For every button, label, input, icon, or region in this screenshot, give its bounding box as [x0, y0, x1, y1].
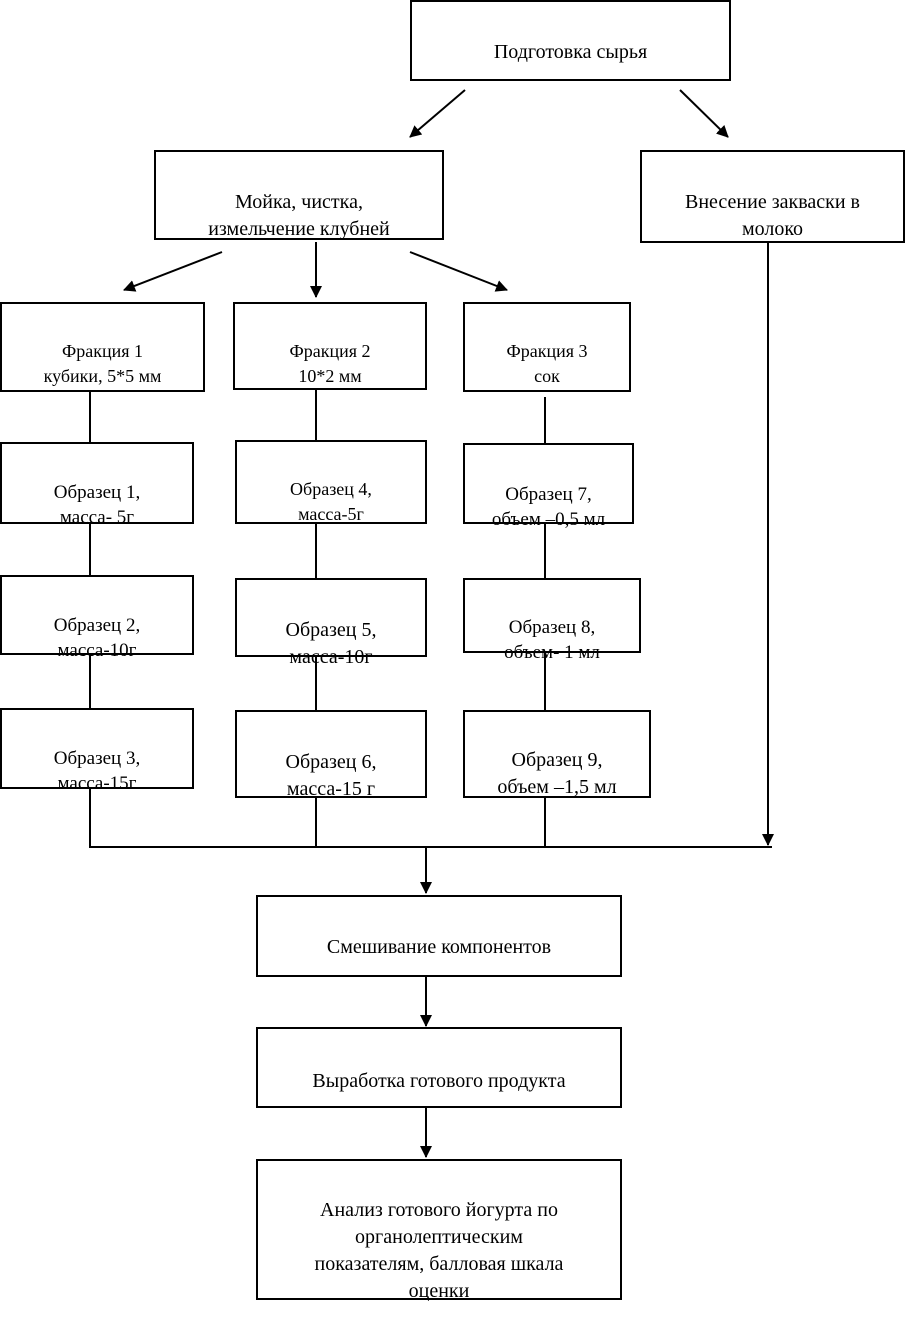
- node-sample-5: Образец 5, масса-10г: [235, 578, 427, 668]
- node-production-label: Выработка готового продукта: [312, 1070, 566, 1092]
- node-fraction-1-label: Фракция 1 кубики, 5*5 мм: [43, 341, 162, 386]
- flowchart-connectors: [89, 89, 774, 1158]
- arrow-prep-to-wash: [409, 89, 466, 138]
- node-sample-5-label: Образец 5, масса-10г: [285, 619, 377, 668]
- node-sample-1: Образец 1, масса- 5г: [0, 442, 194, 528]
- node-sample-9-label: Образец 9, объем –1,5 мл: [497, 749, 617, 798]
- node-sample-1-label: Образец 1, масса- 5г: [53, 481, 141, 529]
- node-sample-7-label: Образец 7, объем –0,5 мл: [491, 483, 606, 531]
- node-sample-3-label: Образец 3, масса-15г: [53, 747, 141, 795]
- node-analysis: Анализ готового йогурта по органолептиче…: [256, 1159, 622, 1302]
- node-mixing-label: Смешивание компонентов: [326, 936, 552, 958]
- node-sample-4-label: Образец 4, масса-5г: [290, 479, 372, 524]
- node-mixing: Смешивание компонентов: [256, 895, 622, 977]
- node-sample-7: Образец 7, объем –0,5 мл: [463, 443, 634, 530]
- node-starter-label: Внесение закваски в молоко: [685, 191, 860, 240]
- node-fraction-3-label: Фракция 3 сок: [506, 341, 588, 386]
- arrow-prep-to-starter: [679, 89, 729, 138]
- node-sample-6: Образец 6, масса-15 г: [235, 710, 427, 800]
- node-production: Выработка готового продукта: [256, 1027, 622, 1108]
- node-fraction-2: Фракция 2 10*2 мм: [233, 302, 427, 390]
- node-sample-2: Образец 2, масса-10г: [0, 575, 194, 661]
- node-wash: Мойка, чистка, измельчение клубней: [154, 150, 444, 240]
- node-starter: Внесение закваски в молоко: [640, 150, 905, 243]
- node-prep: Подготовка сырья: [410, 0, 731, 81]
- arrow-wash-to-frac1: [123, 251, 223, 292]
- node-sample-4: Образец 4, масса-5г: [235, 440, 427, 524]
- node-fraction-1: Фракция 1 кубики, 5*5 мм: [0, 302, 205, 392]
- node-fraction-2-label: Фракция 2 10*2 мм: [289, 341, 371, 386]
- node-sample-2-label: Образец 2, масса-10г: [53, 614, 141, 662]
- arrow-wash-to-frac3: [409, 251, 508, 292]
- node-sample-9: Образец 9, объем –1,5 мл: [463, 710, 651, 798]
- node-sample-8: Образец 8, объем- 1 мл: [463, 578, 641, 663]
- node-sample-6-label: Образец 6, масса-15 г: [285, 751, 377, 800]
- node-sample-8-label: Образец 8, объем- 1 мл: [504, 616, 600, 664]
- node-wash-label: Мойка, чистка, измельчение клубней: [208, 191, 390, 240]
- node-analysis-label: Анализ готового йогурта по органолептиче…: [314, 1199, 564, 1302]
- node-sample-3: Образец 3, масса-15г: [0, 708, 194, 794]
- node-prep-label: Подготовка сырья: [493, 41, 648, 63]
- node-fraction-3: Фракция 3 сок: [463, 302, 631, 392]
